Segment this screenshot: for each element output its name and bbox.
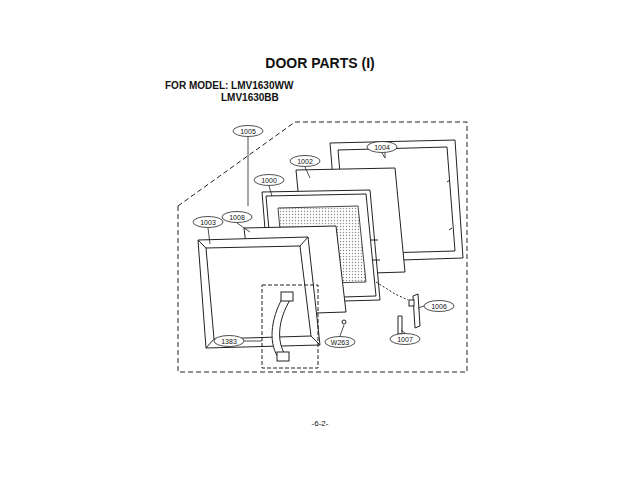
- callout-number: 1003: [200, 219, 216, 226]
- callout-number: 1006: [431, 303, 447, 310]
- callout-number: W263: [331, 339, 349, 346]
- page-number: -6-2-: [312, 420, 329, 428]
- callout-number: 1007: [397, 336, 413, 343]
- page-title: DOOR PARTS (I): [265, 56, 374, 70]
- model-label: LMV1630BB: [221, 93, 279, 103]
- door-handle: [262, 285, 318, 368]
- assembly-outline: [178, 122, 467, 372]
- leader-lines: [208, 137, 424, 341]
- callout-number: 1383: [221, 338, 237, 345]
- callout-ovals: [193, 126, 454, 348]
- callout-number: 1005: [240, 128, 256, 135]
- callout-number: 1004: [374, 144, 390, 151]
- door-latch: [376, 282, 420, 334]
- callout-number: 1000: [261, 177, 277, 184]
- screw-symbol: [342, 320, 346, 324]
- door-front-frame: [198, 237, 320, 348]
- callout-number: 1002: [297, 158, 313, 165]
- callout-number: 1008: [229, 214, 245, 221]
- model-label: FOR MODEL: LMV1630WW: [165, 81, 293, 91]
